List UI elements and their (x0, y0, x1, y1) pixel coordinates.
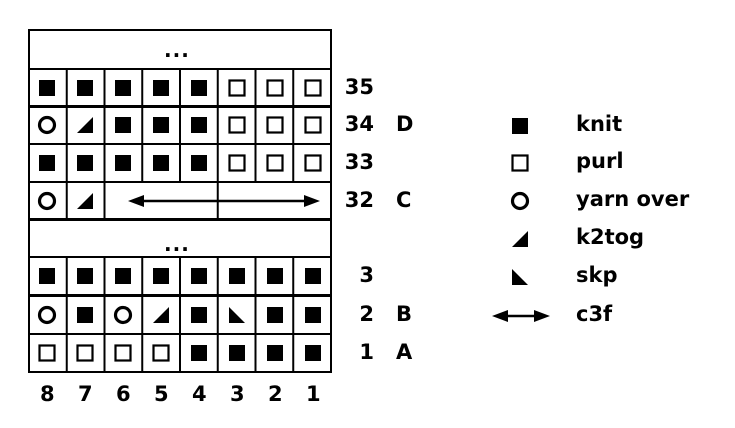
knit-icon (267, 345, 283, 361)
knit-icon (115, 117, 131, 133)
legend-item-yo (510, 191, 530, 211)
yarn-over-icon (37, 191, 57, 211)
knit-icon (115, 268, 131, 284)
chart-row-1 (29, 333, 331, 373)
knit-icon (229, 268, 245, 284)
row-label: C (396, 188, 412, 212)
purl-icon (304, 116, 322, 134)
knit-icon (77, 307, 93, 323)
row-label: A (396, 340, 413, 364)
yarn-over-icon (510, 191, 530, 211)
column-number: 7 (78, 382, 93, 406)
top-ellipsis: ... (164, 38, 190, 62)
column-number: 2 (268, 382, 283, 406)
knit-icon (115, 80, 131, 96)
row-number: 34 (344, 112, 374, 136)
yarn-over-icon (37, 115, 57, 135)
skp-icon (512, 269, 528, 285)
legend-item-purl (511, 154, 529, 172)
column-number: 8 (40, 382, 55, 406)
row-number: 32 (344, 188, 374, 212)
legend-label-purl: purl (576, 149, 624, 173)
knit-icon (77, 80, 93, 96)
knit-icon (39, 80, 55, 96)
knit-icon (512, 118, 528, 134)
knit-icon (39, 155, 55, 171)
row-number: 33 (344, 150, 374, 174)
legend-item-knit (512, 118, 528, 134)
knit-icon (191, 80, 207, 96)
column-number: 6 (116, 382, 131, 406)
knit-icon (191, 155, 207, 171)
knit-icon (191, 345, 207, 361)
knit-icon (305, 268, 321, 284)
legend-label-k2tog: k2tog (576, 225, 645, 249)
k2tog-icon (153, 307, 169, 323)
row-number: 2 (359, 302, 374, 326)
knit-icon (267, 268, 283, 284)
c3f-arrow-icon (128, 195, 320, 207)
knit-icon (77, 155, 93, 171)
purl-icon (511, 154, 529, 172)
skp-icon (229, 307, 245, 323)
legend-label-yo: yarn over (576, 187, 690, 211)
knit-icon (191, 117, 207, 133)
k2tog-icon (77, 193, 93, 209)
knit-icon (153, 155, 169, 171)
column-number: 4 (192, 382, 207, 406)
purl-icon (304, 154, 322, 172)
purl-icon (266, 79, 284, 97)
legend-label-knit: knit (576, 112, 623, 136)
chart-row-3 (29, 256, 331, 296)
legend-item-skp (512, 269, 528, 285)
knit-icon (153, 80, 169, 96)
purl-icon (38, 344, 56, 362)
knit-icon (39, 268, 55, 284)
knit-icon (305, 345, 321, 361)
k2tog-icon (77, 117, 93, 133)
legend-item-c3f (492, 310, 550, 322)
k2tog-icon (512, 231, 528, 247)
chart-row-34 (29, 105, 331, 145)
yarn-over-icon (113, 305, 133, 325)
knit-icon (115, 155, 131, 171)
purl-icon (266, 116, 284, 134)
purl-icon (228, 154, 246, 172)
row-number: 3 (359, 263, 374, 287)
purl-icon (304, 79, 322, 97)
purl-icon (76, 344, 94, 362)
purl-icon (152, 344, 170, 362)
middle-ellipsis: ... (164, 232, 190, 256)
purl-icon (228, 79, 246, 97)
purl-icon (266, 154, 284, 172)
row-number: 35 (344, 75, 374, 99)
knit-icon (77, 268, 93, 284)
knit-icon (267, 307, 283, 323)
chart-row-32 (29, 181, 331, 221)
knit-icon (229, 345, 245, 361)
knit-icon (305, 307, 321, 323)
knit-icon (191, 268, 207, 284)
row-number: 1 (359, 340, 374, 364)
knit-icon (153, 268, 169, 284)
chart-row-2 (29, 295, 331, 335)
yarn-over-icon (37, 305, 57, 325)
chart-row-35 (29, 68, 331, 108)
legend-item-k2tog (512, 231, 528, 247)
knit-icon (153, 117, 169, 133)
chart-row-33 (29, 143, 331, 183)
c3f-icon (492, 310, 550, 322)
knit-icon (191, 307, 207, 323)
legend-label-c3f: c3f (576, 302, 613, 326)
row-label: B (396, 302, 413, 326)
legend-label-skp: skp (576, 263, 618, 287)
column-number: 1 (306, 382, 321, 406)
column-number: 5 (154, 382, 169, 406)
purl-icon (114, 344, 132, 362)
row-label: D (396, 112, 414, 136)
column-number: 3 (230, 382, 245, 406)
purl-icon (228, 116, 246, 134)
